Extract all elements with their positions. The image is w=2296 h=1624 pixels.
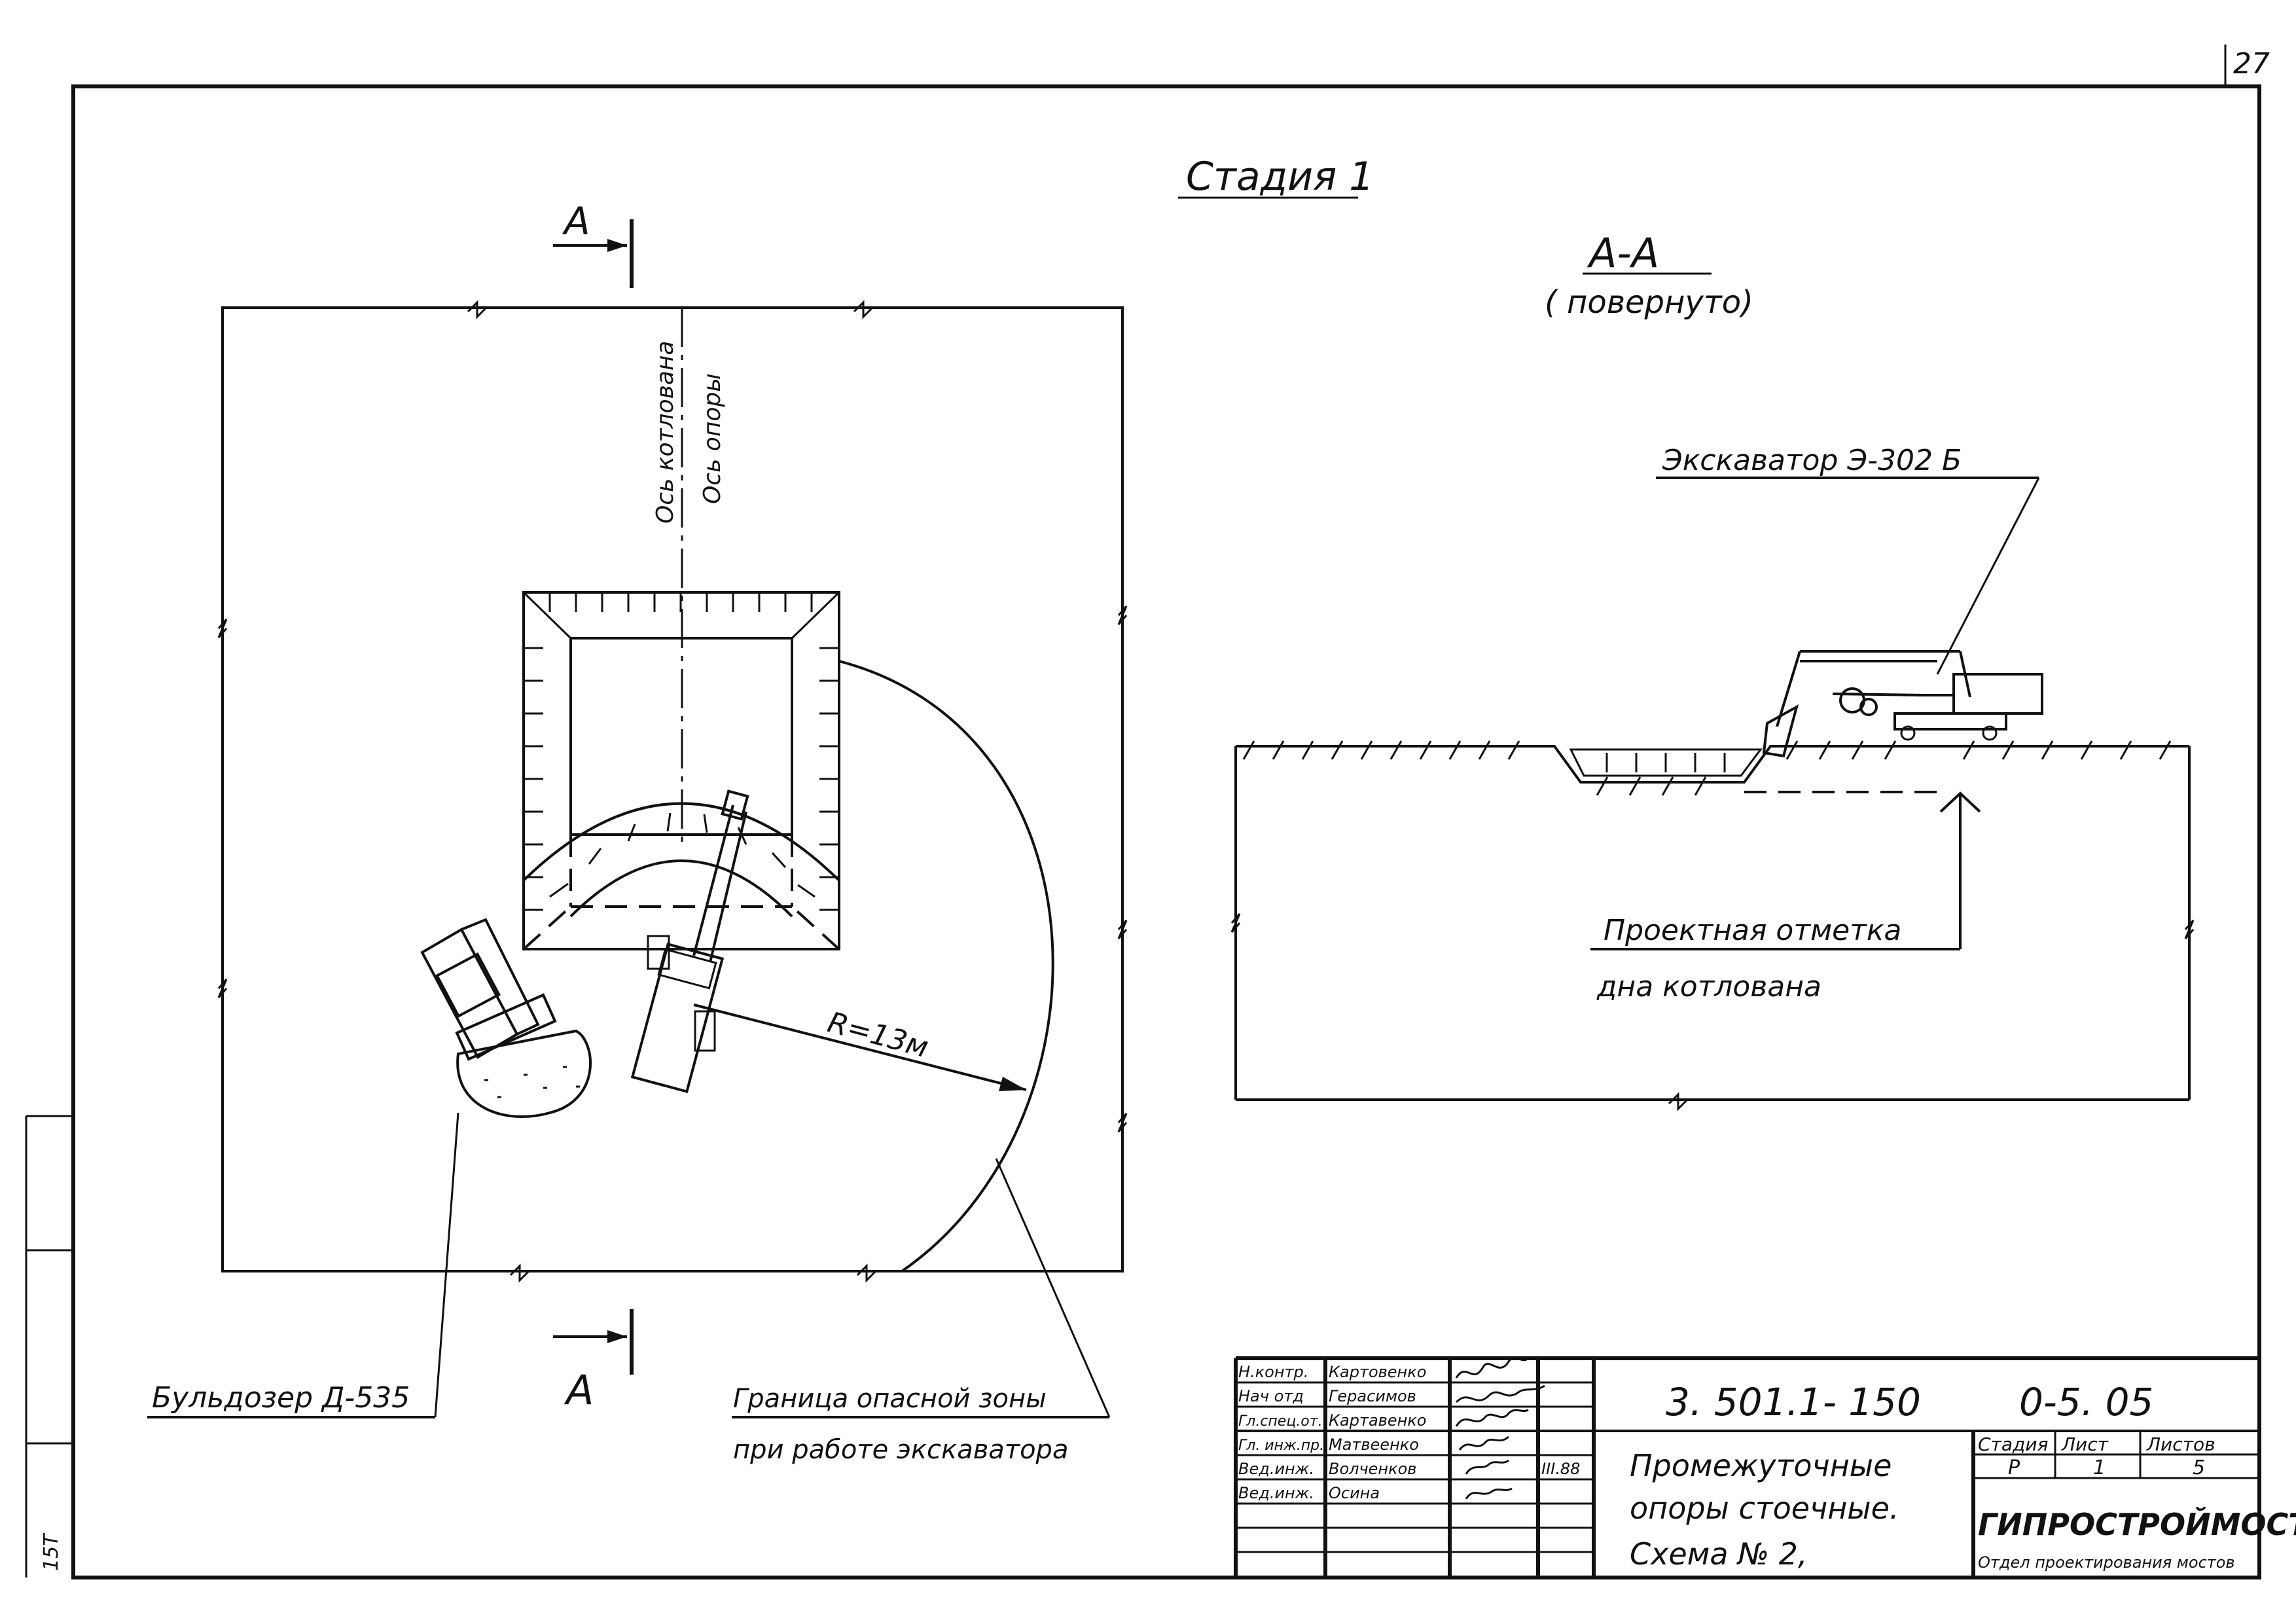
site-boundary xyxy=(221,306,1124,1272)
margin-stamp-text: 15Т xyxy=(40,1532,63,1571)
section-mark-top-label: А xyxy=(562,199,590,244)
design-mark-arrow xyxy=(1939,791,1981,813)
stage-title: Стадия 1 xyxy=(1186,154,1374,200)
sheet-header: Лист xyxy=(2061,1434,2109,1455)
person-role-4: Гл. инж.пр. xyxy=(1238,1437,1324,1454)
person-role-1: Н.контр. xyxy=(1238,1363,1308,1381)
bulldozer-leader xyxy=(434,1112,459,1418)
break-mark xyxy=(1117,1113,1128,1132)
person-role-5: Вед.инж. xyxy=(1238,1460,1314,1478)
signatures xyxy=(1455,1356,1545,1500)
danger-zone-label-2: при работе экскаватора xyxy=(733,1435,1068,1465)
stage-header: Стадия xyxy=(1978,1434,2048,1455)
margin-stamp: 15Т xyxy=(25,1115,73,1578)
person-name-3: Картавенко xyxy=(1329,1411,1426,1430)
break-mark xyxy=(217,619,228,638)
person-name-1: Картовенко xyxy=(1329,1363,1426,1381)
break-mark xyxy=(1117,605,1128,625)
ground-hatch xyxy=(1242,740,2172,796)
section-view: А-А ( повернуто) xyxy=(1230,229,2195,1111)
person-role-3: Гл.спец.от. xyxy=(1238,1413,1323,1430)
axis-pit-label: Ось котлована xyxy=(652,341,679,524)
excavator-section xyxy=(1762,650,2043,758)
radius-line xyxy=(693,1003,1027,1091)
section-mark-bottom-label: А xyxy=(564,1366,594,1414)
plan-view: А А Ось котлована Ось опоры xyxy=(147,199,1128,1465)
org-name: ГИПРОСТРОЙМОСТ xyxy=(1978,1507,2296,1542)
person-name-2: Герасимов xyxy=(1329,1387,1416,1405)
axis-support-label: Ось опоры xyxy=(699,373,726,504)
org-dept: Отдел проектирования мостов xyxy=(1978,1553,2235,1572)
break-mark xyxy=(853,300,874,319)
sheet-number: 27 xyxy=(2233,47,2270,81)
people-table: Н.контр. Картовенко Нач отд Герасимов Гл… xyxy=(1238,1363,1426,1502)
danger-zone-label-1: Граница опасной зоны xyxy=(733,1384,1047,1414)
person-name-6: Осина xyxy=(1329,1484,1380,1502)
section-mark-top: А xyxy=(553,199,634,288)
person-role-2: Нач отд xyxy=(1238,1387,1304,1405)
break-mark xyxy=(1117,920,1128,939)
radius-arrow xyxy=(999,1077,1026,1091)
radius-label: R=13м xyxy=(824,1005,931,1064)
person-name-4: Матвеенко xyxy=(1329,1435,1419,1454)
excavator-plan xyxy=(630,789,749,1094)
sheets-header: Листов xyxy=(2146,1434,2215,1455)
person-name-5: Волченков xyxy=(1329,1460,1416,1478)
ground-surface xyxy=(1236,745,2189,784)
excavator-leader xyxy=(1936,477,2040,675)
title-line-3: Схема № 2, xyxy=(1630,1536,1808,1572)
section-subtitle: ( повернуто) xyxy=(1545,284,1753,321)
danger-zone-boundary xyxy=(838,660,1054,1272)
design-mark-label-1: Проектная отметка xyxy=(1604,914,1901,947)
bulldozer-plan xyxy=(420,918,592,1118)
title-line-2: опоры стоечные. xyxy=(1630,1490,1899,1526)
sheet-value: 1 xyxy=(2093,1456,2106,1479)
person-role-6: Вед.инж. xyxy=(1238,1484,1314,1502)
doc-part: 0-5. 05 xyxy=(2019,1380,2153,1424)
title-block: 3. 501.1- 150 0-5. 05 Промежуточные опор… xyxy=(1234,1356,2296,1578)
drawing-frame xyxy=(71,84,2261,1579)
break-mark xyxy=(856,1263,877,1283)
sheets-value: 5 xyxy=(2193,1456,2205,1479)
excavation-pit xyxy=(522,591,840,950)
doc-code: 3. 501.1- 150 xyxy=(1666,1380,1921,1424)
stage-value: Р xyxy=(2008,1456,2020,1479)
break-mark xyxy=(217,979,228,998)
excavated-trench xyxy=(1569,748,1763,777)
danger-zone-leader xyxy=(995,1158,1111,1418)
title-line-1: Промежуточные xyxy=(1630,1448,1892,1483)
section-title: А-А xyxy=(1587,229,1659,277)
bulldozer-label: Бульдозер Д-535 xyxy=(152,1381,410,1415)
break-mark xyxy=(467,300,488,319)
break-mark xyxy=(2184,920,2195,939)
excavator-label: Экскаватор Э-302 Б xyxy=(1662,444,1962,477)
approval-date: III.88 xyxy=(1541,1460,1580,1478)
break-mark xyxy=(1230,913,1241,933)
section-mark-bottom: А xyxy=(553,1309,634,1414)
design-mark-label-2: дна котлована xyxy=(1596,970,1821,1003)
break-mark xyxy=(509,1263,530,1283)
break-mark xyxy=(1668,1092,1689,1111)
